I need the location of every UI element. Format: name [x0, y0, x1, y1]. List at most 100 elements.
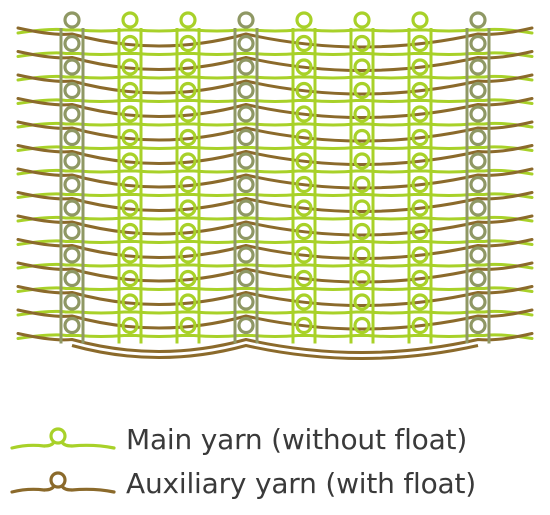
- stitch-loop: [237, 128, 255, 147]
- auxiliary-yarn-float: [16, 167, 534, 190]
- stitch-loop: [353, 58, 371, 76]
- stitch-loop: [411, 105, 429, 123]
- stitch-loop: [179, 222, 197, 241]
- stitch-loop: [295, 105, 313, 123]
- knit-fabric-diagram: [16, 11, 534, 360]
- main-yarn-course: [16, 309, 534, 317]
- stitch-loop: [469, 152, 487, 170]
- stitch-loop: [121, 222, 139, 241]
- stitch-loop: [63, 81, 81, 100]
- stitch-loop: [179, 316, 197, 335]
- stitch-loop: [63, 128, 81, 147]
- stitch-loop: [121, 152, 139, 170]
- auxiliary-yarn-float: [16, 285, 534, 307]
- stitch-loop: [237, 152, 255, 170]
- stitch-loop: [469, 269, 487, 288]
- auxiliary-yarn-swatch-loop: [49, 471, 67, 489]
- stitch-loop: [353, 128, 371, 147]
- stitch-loop: [411, 11, 429, 29]
- stitch-loop: [295, 58, 313, 76]
- main-yarn-course: [16, 74, 534, 82]
- legend-label-auxiliary-yarn: Auxiliary yarn (with float): [126, 467, 477, 500]
- stitch-loop: [237, 81, 255, 100]
- main-yarn-course: [16, 192, 534, 199]
- stitch-loop: [295, 152, 313, 170]
- stitch-loop: [121, 11, 139, 29]
- stitch-loop: [469, 34, 487, 53]
- stitch-loop: [179, 269, 197, 288]
- stitch-loop: [237, 58, 255, 76]
- auxiliary-yarn-float: [16, 214, 534, 237]
- stitch-loop: [411, 199, 429, 217]
- stitch-loop: [411, 246, 429, 264]
- main-yarn-course: [16, 239, 534, 246]
- stitch-loop: [63, 152, 81, 170]
- stitch-loop: [411, 269, 429, 288]
- stitch-loop: [353, 152, 371, 170]
- legend-item-main-yarn: Main yarn (without float): [8, 418, 548, 462]
- stitch-loop: [353, 269, 371, 288]
- stitch-loop: [295, 316, 313, 335]
- stitch-loop: [237, 316, 255, 335]
- stitch-loop: [121, 128, 139, 147]
- auxiliary-yarn-float: [16, 97, 534, 119]
- auxiliary-yarn-float: [16, 73, 534, 96]
- stitch-loop: [237, 175, 255, 194]
- stitch-loop: [121, 58, 139, 76]
- stitch-loop: [179, 105, 197, 123]
- auxiliary-yarn-float: [16, 144, 534, 166]
- stitch-loop: [469, 11, 487, 29]
- stitch-loop: [179, 293, 197, 311]
- stitch-loop: [121, 316, 139, 335]
- stitch-loop: [237, 222, 255, 241]
- stitch-loop: [411, 152, 429, 170]
- stitch-loop: [237, 34, 255, 53]
- stitch-loop: [179, 199, 197, 217]
- auxiliary-yarn-swatch-line: [10, 487, 116, 494]
- stitch-loop: [63, 293, 81, 311]
- stitch-loop: [353, 11, 371, 29]
- stitch-loop: [121, 81, 139, 100]
- stitch-loop: [121, 105, 139, 123]
- main-yarn-course: [16, 168, 534, 176]
- stitch-loop: [353, 175, 371, 194]
- stitch-loop: [295, 34, 313, 53]
- stitch-loop: [179, 175, 197, 194]
- stitch-loop: [237, 11, 255, 29]
- stitch-loop: [469, 316, 487, 335]
- stitch-loop: [237, 199, 255, 217]
- stitch-loop: [469, 175, 487, 194]
- stitch-loop: [179, 246, 197, 264]
- stitch-loop: [353, 246, 371, 264]
- stitch-loop: [237, 246, 255, 264]
- stitch-loop: [353, 105, 371, 123]
- stitch-loop: [121, 175, 139, 194]
- legend: Main yarn (without float) Auxiliary yarn…: [8, 418, 548, 510]
- auxiliary-yarn-float: [16, 191, 534, 213]
- stitch-loop: [411, 81, 429, 100]
- stitch-loop: [63, 199, 81, 217]
- stitch-loop: [295, 11, 313, 29]
- auxiliary-yarn-loop-icon: [10, 471, 116, 494]
- stitch-loop: [353, 293, 371, 311]
- main-yarn-course: [16, 262, 534, 270]
- auxiliary-yarn-float: [16, 308, 534, 331]
- stitch-loop: [295, 269, 313, 288]
- main-yarn-course: [16, 215, 534, 223]
- auxiliary-yarn-float: [16, 50, 534, 72]
- stitch-loop: [469, 58, 487, 76]
- stitch-loop: [469, 81, 487, 100]
- stitch-loop: [353, 222, 371, 241]
- stitch-loop: [237, 269, 255, 288]
- stitch-loop: [469, 222, 487, 241]
- stitch-loop: [353, 199, 371, 217]
- main-yarn-course: [16, 333, 534, 340]
- stitch-loop: [411, 34, 429, 53]
- auxiliary-yarn-float: [16, 120, 534, 143]
- stitch-loop: [411, 128, 429, 147]
- auxiliary-yarn-float: [16, 261, 534, 284]
- main-yarn-loop-icon: [10, 427, 116, 450]
- stitch-loop: [295, 293, 313, 311]
- stitch-loop: [179, 34, 197, 53]
- stitch-loop: [237, 105, 255, 123]
